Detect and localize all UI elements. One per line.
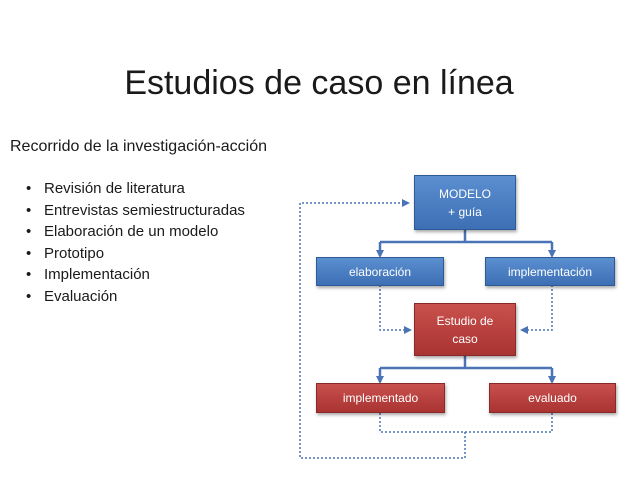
slide-title: Estudios de caso en línea [124, 64, 514, 102]
elaboracion-box: elaboración [316, 257, 444, 286]
estudio-label-1: Estudio de [436, 313, 494, 328]
evaluado-label: evaluado [528, 391, 577, 405]
bullet-item: Elaboración de un modelo [26, 221, 245, 243]
implementado-label: implementado [342, 391, 419, 405]
estudio-label-2: caso [452, 331, 478, 346]
bullet-list: Revisión de literatura Entrevistas semie… [26, 178, 245, 307]
implementacion-box: implementación [485, 257, 615, 286]
split-connector-bottom [376, 356, 556, 384]
dashed-feedback-loop [299, 199, 553, 459]
slide-subtitle: Recorrido de la investigación-acción [10, 138, 268, 155]
bullet-item: Revisión de literatura [26, 178, 245, 200]
modelo-box: MODELO + guía [414, 175, 516, 230]
bullet-item: Evaluación [26, 286, 245, 308]
dashed-connector-middle [379, 285, 553, 334]
bullet-item: Implementación [26, 264, 245, 286]
bullet-item: Entrevistas semiestructuradas [26, 200, 245, 222]
bullet-item: Prototipo [26, 243, 245, 265]
split-connector-top [376, 230, 556, 258]
elaboracion-label: elaboración [348, 264, 412, 279]
implementacion-label: implementación [507, 264, 593, 279]
implementado-box: implementado [316, 383, 445, 413]
modelo-label-2: + guía [448, 204, 482, 219]
modelo-label-1: MODELO [438, 186, 491, 201]
evaluado-box: evaluado [489, 383, 616, 413]
estudio-box: Estudio de caso [414, 303, 516, 356]
